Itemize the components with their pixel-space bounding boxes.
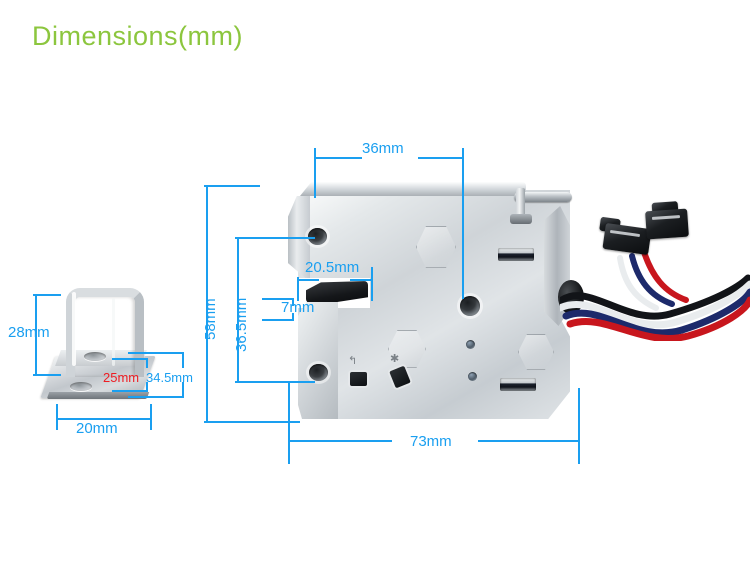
bracket-u-staple [66,288,144,377]
lock-overall-height-label: 58mm [202,298,219,340]
lock-20-5mm-ext-left [297,277,299,301]
bracket-screw-hole-upper [84,352,106,361]
wire-white [556,280,750,329]
wire-blue [562,288,750,337]
plunger-base [510,214,532,224]
lock-73mm-line-left [288,440,392,442]
lock-inner-height-label: 36.5mm [233,297,250,352]
symbol-mark-left: ↰ [348,355,358,367]
bracket-width-label: 20mm [76,420,118,437]
lock-7mm-line-bottom [292,313,294,321]
leader-bottom-left-hole [237,381,315,383]
lock-36mm-line-left [314,157,362,159]
rivet-lower [468,372,477,381]
lock-left-fold [288,196,310,282]
bracket-overall-depth-label: 34.5mm [146,370,193,385]
bracket-34mm-line-bottom [182,382,184,398]
plunger-shaft [514,192,572,202]
wire-white-upper [617,255,659,311]
wire-harness-svg [556,249,750,342]
hex-emboss-lower-left [388,330,426,368]
bracket-20mm-tick-left [56,404,58,430]
mounting-hole-bottom-left [309,364,328,381]
bracket-20mm-tick-right [150,404,152,430]
leader-center-hole [462,157,464,299]
lock-36-5mm-line [237,237,239,383]
wire-red-upper [641,249,689,303]
bracket-34mm-line-top [182,352,184,368]
lock-top-width-label: 36mm [362,140,404,157]
vent-slot-upper [498,248,534,261]
lock-top-lip [300,182,526,196]
lock-7mm-tick-bottom [262,319,294,321]
bracket-20mm-line [56,418,152,420]
wire-red [566,296,750,342]
bracket-staple-highlight [72,292,76,366]
lock-7mm-tick-top [262,298,294,300]
leader-top-left-hole [237,237,315,239]
page-title: Dimensions(mm) [32,21,244,51]
lock-latch-black-insert [306,281,368,303]
wire-harness [556,196,750,342]
lock-body-image: ↰ ✱ [288,182,584,419]
strike-plate-bracket-image [40,288,156,410]
lock-7mm-line-top [292,298,294,306]
rivet-upper [466,340,475,349]
connector-right [645,208,689,240]
bracket-34mm-tick-top [128,352,184,354]
lock-73mm-line-right [478,440,580,442]
wire-blue-upper [629,253,675,307]
bracket-height-label: 28mm [8,324,50,341]
bracket-screw-hole-lower [70,382,92,391]
lock-36mm-line-right [418,157,464,159]
bracket-34mm-tick-bottom [128,396,184,398]
lock-notch-height-label: 7mm [281,299,315,316]
bracket-25mm-tick-bottom [112,390,148,392]
lock-36mm-ext-left [314,148,316,198]
wire-black [558,274,750,320]
hex-emboss-lower-right [518,334,554,370]
bracket-28mm-tick-bottom [33,374,61,376]
bracket-25mm-line-bottom [146,382,148,392]
symbol-mark-right: ✱ [390,353,400,365]
bracket-28mm-tick-top [33,294,61,296]
lock-73mm-ext-right [578,388,580,464]
lock-20-5mm-line-right [350,279,373,281]
lock-58mm-line [206,185,208,423]
vent-slot-lower [500,378,536,391]
lock-20-5mm-ext-right [371,267,373,301]
lock-20-5mm-line-left [297,279,319,281]
plunger-post [516,188,525,218]
lock-notch-width-label: 20.5mm [305,259,360,276]
mounting-hole-center [460,296,480,316]
bracket-25mm-line-top [146,358,148,368]
lock-73mm-ext-left [288,382,290,464]
mounting-hole-top-left [308,228,327,245]
bracket-staple-highlight-2 [112,298,115,366]
bracket-depth-red-label: 25mm [103,370,140,385]
lock-58mm-tick-top [204,185,260,187]
lock-58mm-tick-bottom [204,421,300,423]
lock-lower-left-panel [298,302,338,419]
bracket-28mm-line [35,294,37,376]
terminal-chip-left [350,372,367,386]
bracket-25mm-tick-top [112,358,148,360]
lock-overall-length-label: 73mm [410,433,452,450]
